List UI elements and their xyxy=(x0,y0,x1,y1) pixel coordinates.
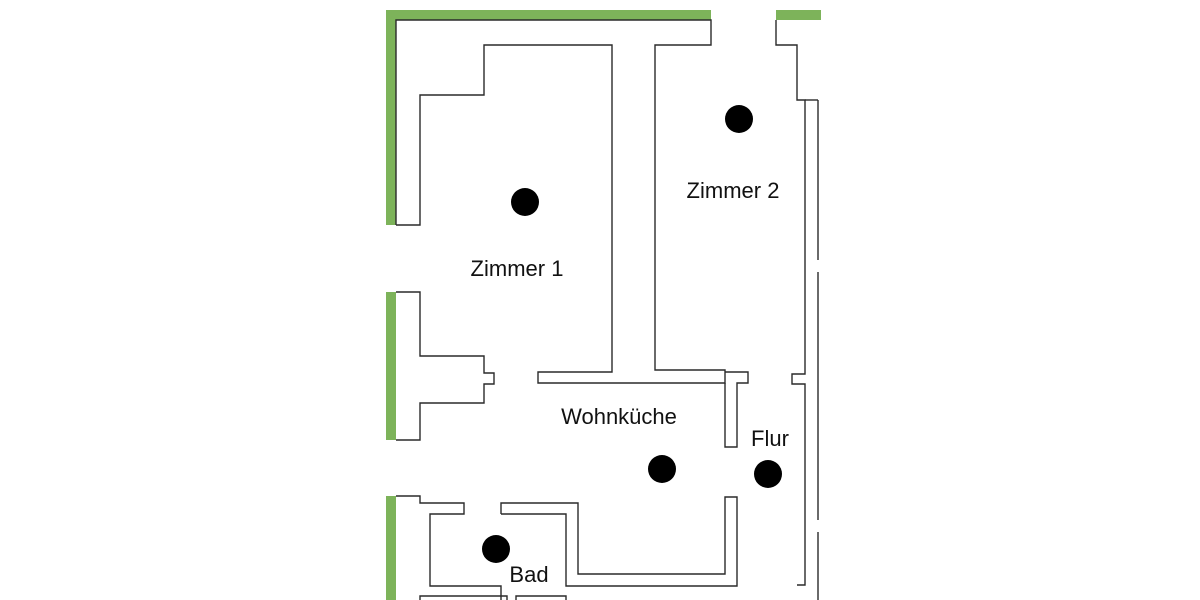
wall-bath-door xyxy=(500,496,738,587)
facade-left-lower xyxy=(386,496,396,600)
marker-wohnkueche xyxy=(648,455,676,483)
facade-left-middle xyxy=(386,292,396,440)
facade-top-left xyxy=(386,10,711,20)
label-zimmer2: Zimmer 2 xyxy=(687,178,780,203)
facade-left-upper xyxy=(386,10,396,225)
marker-zimmer2 xyxy=(725,105,753,133)
label-zimmer1: Zimmer 1 xyxy=(471,256,564,281)
wall-bottom-fixture-2 xyxy=(515,595,567,600)
wall-top-inner xyxy=(395,19,726,384)
marker-bad xyxy=(482,535,510,563)
facade-top-right xyxy=(776,10,821,20)
wall-flur-partition xyxy=(724,371,749,448)
wall-right-top xyxy=(775,20,806,586)
room-labels: Zimmer 1 Zimmer 2 Wohnküche Flur Bad xyxy=(471,178,789,587)
ceiling-markers xyxy=(482,105,782,563)
label-flur: Flur xyxy=(751,426,789,451)
wall-outlines xyxy=(395,19,819,600)
wall-bath-upper xyxy=(396,495,502,600)
marker-zimmer1 xyxy=(511,188,539,216)
wall-bottom-fixture-1 xyxy=(419,595,508,600)
wall-left-niche xyxy=(396,291,495,441)
marker-flur xyxy=(754,460,782,488)
label-bad: Bad xyxy=(509,562,548,587)
exterior-facade xyxy=(386,10,821,600)
label-wohnkueche: Wohnküche xyxy=(561,404,677,429)
